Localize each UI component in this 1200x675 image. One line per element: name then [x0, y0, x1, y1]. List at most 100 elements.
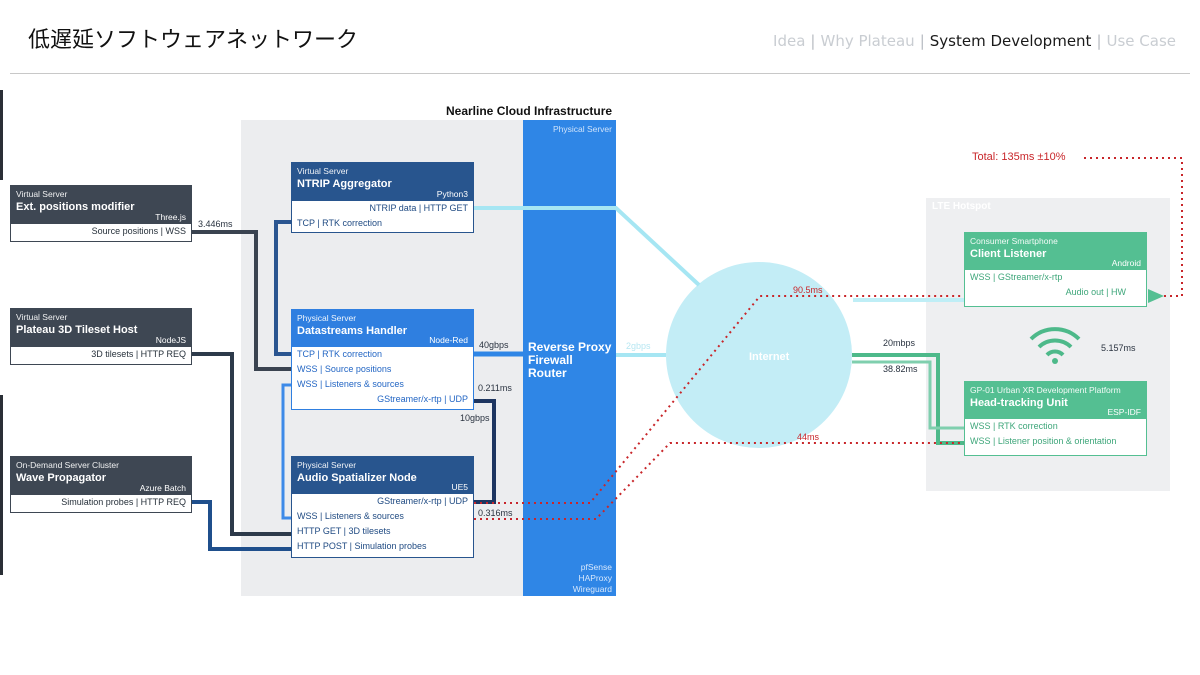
client-listener-box[interactable]: Consumer Smartphone Client Listener Andr… [964, 232, 1147, 307]
box-row: HTTP GET | 3D tilesets [297, 526, 391, 536]
dsh-asn-bandwidth-label: 10gbps [460, 413, 490, 423]
box-tag: ESP-IDF [1107, 407, 1141, 417]
asn-latency-label: 0.316ms [478, 508, 513, 518]
wifi-icon [1029, 327, 1081, 364]
box-subtitle: Virtual Server [16, 189, 68, 199]
dsh-asn-wss-link [281, 383, 291, 520]
box-name: Wave Propagator [16, 472, 107, 484]
box-row: Audio out | HW [1065, 287, 1126, 297]
box-row: WSS | Source positions [297, 364, 392, 374]
router-bandwidth-label: 2gbps [626, 341, 651, 351]
wave-propagator-box[interactable]: On-Demand Server Cluster Wave Propagator… [10, 456, 192, 513]
nav-system-development[interactable]: System Development [929, 32, 1092, 50]
router-roles: Reverse Proxy Firewall Router [528, 341, 611, 380]
nav-idea[interactable]: Idea [773, 32, 806, 50]
nav-use-case[interactable]: Use Case [1106, 32, 1177, 50]
box-tag: Python3 [436, 189, 468, 199]
latency-path-bottom [420, 442, 964, 520]
latency-total-path [1084, 157, 1183, 297]
lte-hotspot-label: LTE Hotspot [932, 201, 991, 212]
box-name: Datastreams Handler [297, 325, 408, 337]
box-tag: Three.js [155, 212, 186, 222]
box-row: WSS | Listener position & orientation [970, 436, 1117, 446]
box-row: NTRIP data | HTTP GET [369, 203, 468, 213]
internet-label: Internet [749, 351, 790, 363]
box-name: Client Listener [970, 248, 1047, 260]
router-software: pfSense HAProxy Wireguard [540, 562, 612, 595]
plateau-tileset-host-box[interactable]: Virtual Server Plateau 3D Tileset Host N… [10, 308, 192, 365]
head-tracking-unit-box[interactable]: GP-01 Urban XR Development Platform Head… [964, 381, 1147, 456]
ext-positions-link [192, 230, 291, 371]
datastreams-handler-box[interactable]: Physical Server Datastreams Handler Node… [291, 309, 474, 410]
nav-separator: | [1096, 32, 1102, 50]
box-row: TCP | RTK correction [297, 218, 383, 228]
lte-latency-label: 38.82ms [883, 364, 918, 374]
box-row: 3D tilesets | HTTP REQ [91, 349, 186, 359]
audio-out-arrow [1148, 289, 1164, 303]
software-pfsense: pfSense [580, 562, 612, 572]
box-row: GStreamer/x-rtp | UDP [377, 394, 468, 404]
box-subtitle: Consumer Smartphone [970, 236, 1058, 246]
box-subtitle: Virtual Server [16, 312, 68, 322]
box-row: WSS | Listeners & sources [297, 511, 404, 521]
dsh-bandwidth-label: 40gbps [479, 340, 509, 350]
box-row: GStreamer/x-rtp | UDP [377, 496, 468, 506]
wifi-latency-label: 5.157ms [1101, 343, 1136, 353]
router-role-firewall: Firewall [528, 353, 573, 367]
box-name: Ext. positions modifier [16, 201, 135, 213]
box-tag: Android [1111, 258, 1141, 268]
page-title: 低遅延ソフトウェアネットワーク [28, 28, 359, 53]
nav-why-plateau[interactable]: Why Plateau [820, 32, 915, 50]
box-subtitle: On-Demand Server Cluster [16, 460, 119, 470]
lte-uplink [852, 353, 964, 445]
box-subtitle: GP-01 Urban XR Development Platform [970, 385, 1121, 395]
box-row: WSS | GStreamer/x-rtp [970, 272, 1063, 282]
physical-server-label: Physical Server [552, 124, 612, 134]
box-row: Source positions | WSS [91, 226, 186, 236]
box-name: NTRIP Aggregator [297, 178, 392, 190]
audio-spatializer-node-box[interactable]: Physical Server Audio Spatializer Node U… [291, 456, 474, 558]
box-subtitle: Virtual Server [297, 166, 349, 176]
section-nav: Idea|Why Plateau|System Development|Use … [773, 32, 1176, 50]
internet-cloud [666, 262, 852, 448]
infrastructure-title: Nearline Cloud Infrastructure [446, 104, 613, 118]
header-divider [10, 73, 1190, 74]
tileset-link [192, 352, 291, 536]
ntrip-rtk-link [274, 220, 291, 356]
simulation-link [192, 500, 291, 551]
lte-bandwidth-label: 20mbps [883, 338, 916, 348]
lte-rtk-link [852, 360, 964, 430]
box-name: Head-tracking Unit [970, 397, 1068, 409]
ext-positions-modifier-box[interactable]: Virtual Server Ext. positions modifier T… [10, 185, 192, 242]
box-tag: Azure Batch [139, 483, 186, 493]
box-row: HTTP POST | Simulation probes [297, 541, 427, 551]
box-tag: NodeJS [155, 335, 186, 345]
rtt-top-label: 90.5ms [793, 285, 823, 295]
box-subtitle: Physical Server [297, 313, 357, 323]
box-name: Plateau 3D Tileset Host [16, 324, 138, 336]
box-row: WSS | Listeners & sources [297, 379, 404, 389]
box-row: TCP | RTK correction [297, 349, 383, 359]
box-row: Simulation probes | HTTP REQ [61, 497, 186, 507]
ext-latency-label: 3.446ms [198, 219, 233, 229]
box-name: Audio Spatializer Node [297, 472, 417, 484]
box-subtitle: Physical Server [297, 460, 357, 470]
nav-separator: | [919, 32, 925, 50]
latency-path-top [474, 295, 964, 504]
physical-server-router [523, 120, 616, 596]
total-latency-label: Total: 135ms ±10% [972, 151, 1066, 163]
box-tag: UE5 [451, 482, 468, 492]
software-wireguard: Wireguard [572, 584, 612, 594]
nav-separator: | [810, 32, 816, 50]
box-row: WSS | RTK correction [970, 421, 1058, 431]
dsh-asn-udp-link [474, 399, 496, 504]
dsh-latency-label: 0.211ms [478, 383, 512, 393]
left-edge-mark [0, 395, 3, 575]
left-edge-mark [0, 90, 3, 180]
router-role-router: Router [528, 366, 567, 380]
software-haproxy: HAProxy [578, 573, 612, 583]
box-tag: Node-Red [429, 335, 468, 345]
ntrip-aggregator-box[interactable]: Virtual Server NTRIP Aggregator Python3 … [291, 162, 474, 233]
ntrip-internet-link [474, 206, 701, 287]
